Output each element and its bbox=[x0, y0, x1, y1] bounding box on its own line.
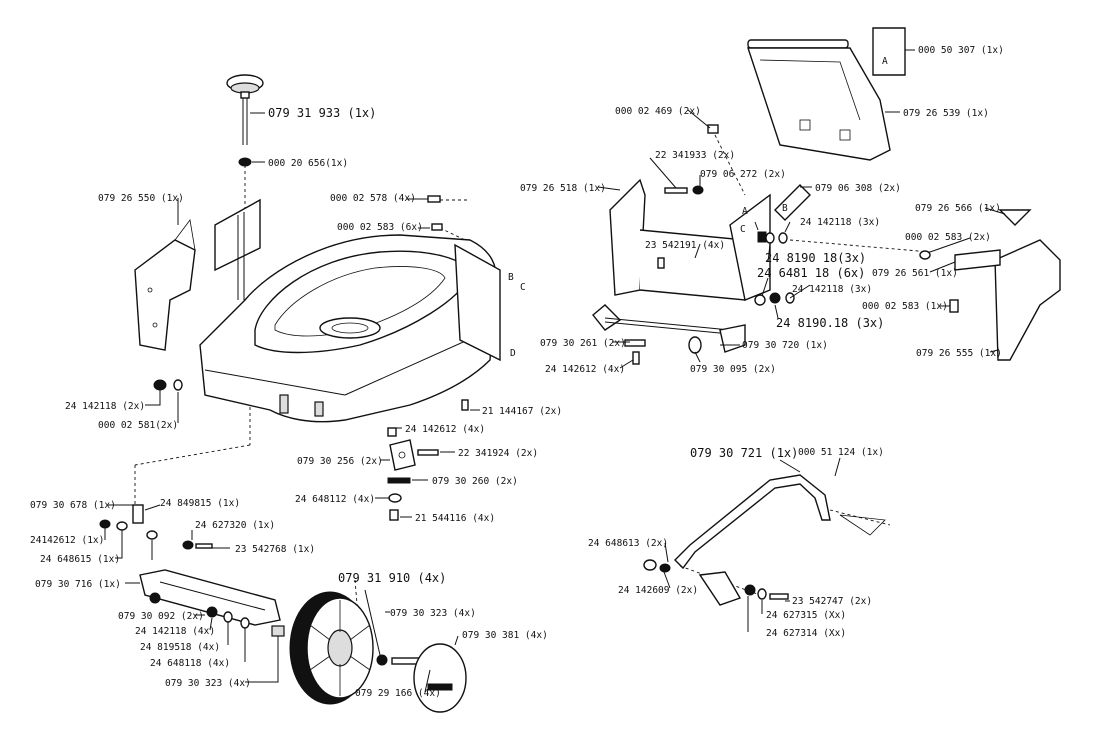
label-screw-2x-b: 000 02 583 (2x) bbox=[905, 232, 991, 243]
label-nut-4x-b: 24 142118 (4x) bbox=[135, 626, 215, 637]
label-screw-2x-a: 000 02 469 (2x) bbox=[615, 106, 701, 117]
label-screw-4x-b: 21 544116 (4x) bbox=[415, 513, 495, 524]
label-letter-a-top: A bbox=[882, 56, 888, 67]
label-bag-handle: 000 50 307 (1x) bbox=[918, 45, 1004, 56]
label-hinge-plate: 079 30 256 (2x) bbox=[297, 456, 383, 467]
deck-screws bbox=[416, 195, 469, 411]
rod-assembly bbox=[592, 304, 746, 365]
front-axle-group bbox=[99, 504, 285, 637]
label-washer-1x: 24 648615 (1x) bbox=[40, 554, 120, 565]
label-washer-2x-c: 24 648613 (2x) bbox=[588, 538, 668, 549]
label-washer-2x: 000 02 581(2x) bbox=[98, 420, 178, 431]
label-washer-3x-a: 24 8190 18(3x) bbox=[765, 251, 866, 265]
label-nut-3x-a: 24 142118 (3x) bbox=[800, 217, 880, 228]
label-letter-d: D bbox=[510, 348, 516, 359]
label-cap-2x: 079 30 095 (2x) bbox=[690, 364, 776, 375]
wheel bbox=[289, 591, 467, 713]
label-strip: 079 26 566 (1x) bbox=[915, 203, 1001, 214]
label-washer-4x-a: 24 648112 (4x) bbox=[295, 494, 375, 505]
mower-deck bbox=[199, 198, 501, 423]
label-frame: 079 26 518 (1x) bbox=[520, 183, 606, 194]
label-axle-plate: 079 30 716 (1x) bbox=[35, 579, 121, 590]
label-wheel: 079 31 910 (4x) bbox=[338, 571, 446, 585]
label-washer-6x: 24 6481 18 (6x) bbox=[757, 266, 865, 280]
part-labels: 079 31 933 (1x) 000 20 656(1x) 079 26 55… bbox=[30, 45, 1004, 699]
label-nut-4x-a: 24 142612 (4x) bbox=[405, 424, 485, 435]
bag-frame bbox=[609, 124, 811, 306]
label-lever-2x: 079 30 261 (2x) bbox=[540, 338, 626, 349]
label-bushing-4x-b: 079 30 323 (4x) bbox=[390, 608, 476, 619]
label-letter-b: B bbox=[508, 272, 514, 283]
label-clip-2x: 079 06 308 (2x) bbox=[815, 183, 901, 194]
label-washer-3x-b: 24 8190.18 (3x) bbox=[776, 316, 884, 330]
label-washer-4x-c: 24 648118 (4x) bbox=[150, 658, 230, 669]
deck-nut bbox=[153, 379, 167, 391]
left-bracket bbox=[134, 219, 196, 351]
label-handle-grip: 000 51 124 (1x) bbox=[798, 447, 884, 458]
knob-assembly bbox=[226, 74, 264, 167]
rear-flap bbox=[919, 209, 1061, 361]
leader-lines bbox=[104, 49, 1006, 693]
label-bolt-2x-b: 22 341933 (2x) bbox=[655, 150, 735, 161]
label-axle: 079 30 092 (2x) bbox=[118, 611, 204, 622]
label-bolt-2x-c: 23 542747 (2x) bbox=[792, 596, 872, 607]
label-bolt-1x: 23 542768 (1x) bbox=[235, 544, 315, 555]
label-letter-c-frame: C bbox=[740, 224, 746, 235]
label-pin-2x: 21 144167 (2x) bbox=[482, 406, 562, 417]
hinge-plate-group bbox=[387, 427, 439, 521]
label-bolt-2x-a: 22 341924 (2x) bbox=[458, 448, 538, 459]
push-handle bbox=[643, 474, 886, 606]
label-flap-bracket: 079 26 561 (1x) bbox=[872, 268, 958, 279]
label-screw-4x-a: 000 02 578 (4x) bbox=[330, 193, 416, 204]
label-washer-knob: 000 20 656(1x) bbox=[268, 158, 348, 169]
label-screw-6x: 000 02 583 (6x) bbox=[337, 222, 423, 233]
label-spacer-xx-a: 24 627315 (Xx) bbox=[766, 610, 846, 621]
label-spring-2x: 079 30 260 (2x) bbox=[432, 476, 518, 487]
label-knob: 079 31 933 (1x) bbox=[268, 106, 376, 120]
label-nut-2x: 24 142118 (2x) bbox=[65, 401, 145, 412]
label-handle-bar: 079 30 721 (1x) bbox=[690, 446, 798, 460]
knob-washer bbox=[238, 157, 252, 167]
label-nut-2x-b: 079 06 272 (2x) bbox=[700, 169, 786, 180]
label-nut-2x-c: 24 142609 (2x) bbox=[618, 585, 698, 596]
label-letter-a-frame: A bbox=[742, 206, 748, 217]
label-spacer-xx-b: 24 627314 (Xx) bbox=[766, 628, 846, 639]
label-rod: 079 30 720 (1x) bbox=[742, 340, 828, 351]
label-spacer-1x: 24 627320 (1x) bbox=[195, 520, 275, 531]
hubcap bbox=[413, 643, 467, 713]
label-nut-3x-b: 24 142118 (3x) bbox=[792, 284, 872, 295]
label-grass-bag: 079 26 539 (1x) bbox=[903, 108, 989, 119]
label-bracket-left: 079 26 550 (1x) bbox=[98, 193, 184, 204]
label-hubcap: 079 30 381 (4x) bbox=[462, 630, 548, 641]
label-bushing-4x: 079 30 323 (4x) bbox=[165, 678, 251, 689]
label-letter-c: C bbox=[520, 282, 526, 293]
grass-bag bbox=[747, 27, 906, 161]
label-washer-4x-b: 24 819518 (4x) bbox=[140, 642, 220, 653]
label-lever: 079 30 678 (1x) bbox=[30, 500, 116, 511]
label-flap: 079 26 555 (1x) bbox=[916, 348, 1002, 359]
label-screw-1x: 000 02 583 (1x) bbox=[862, 301, 948, 312]
label-wheel-bolt: 079 29 166 (4x) bbox=[355, 688, 441, 699]
label-nut-4x-c: 24 142612 (4x) bbox=[545, 364, 625, 375]
label-screw-4x-c: 23 542191 (4x) bbox=[645, 240, 725, 251]
label-nut-1x: 24142612 (1x) bbox=[30, 535, 104, 546]
label-letter-b-frame: B bbox=[782, 203, 788, 214]
deck-washer bbox=[173, 379, 183, 391]
label-rivet: 24 849815 (1x) bbox=[160, 498, 240, 509]
